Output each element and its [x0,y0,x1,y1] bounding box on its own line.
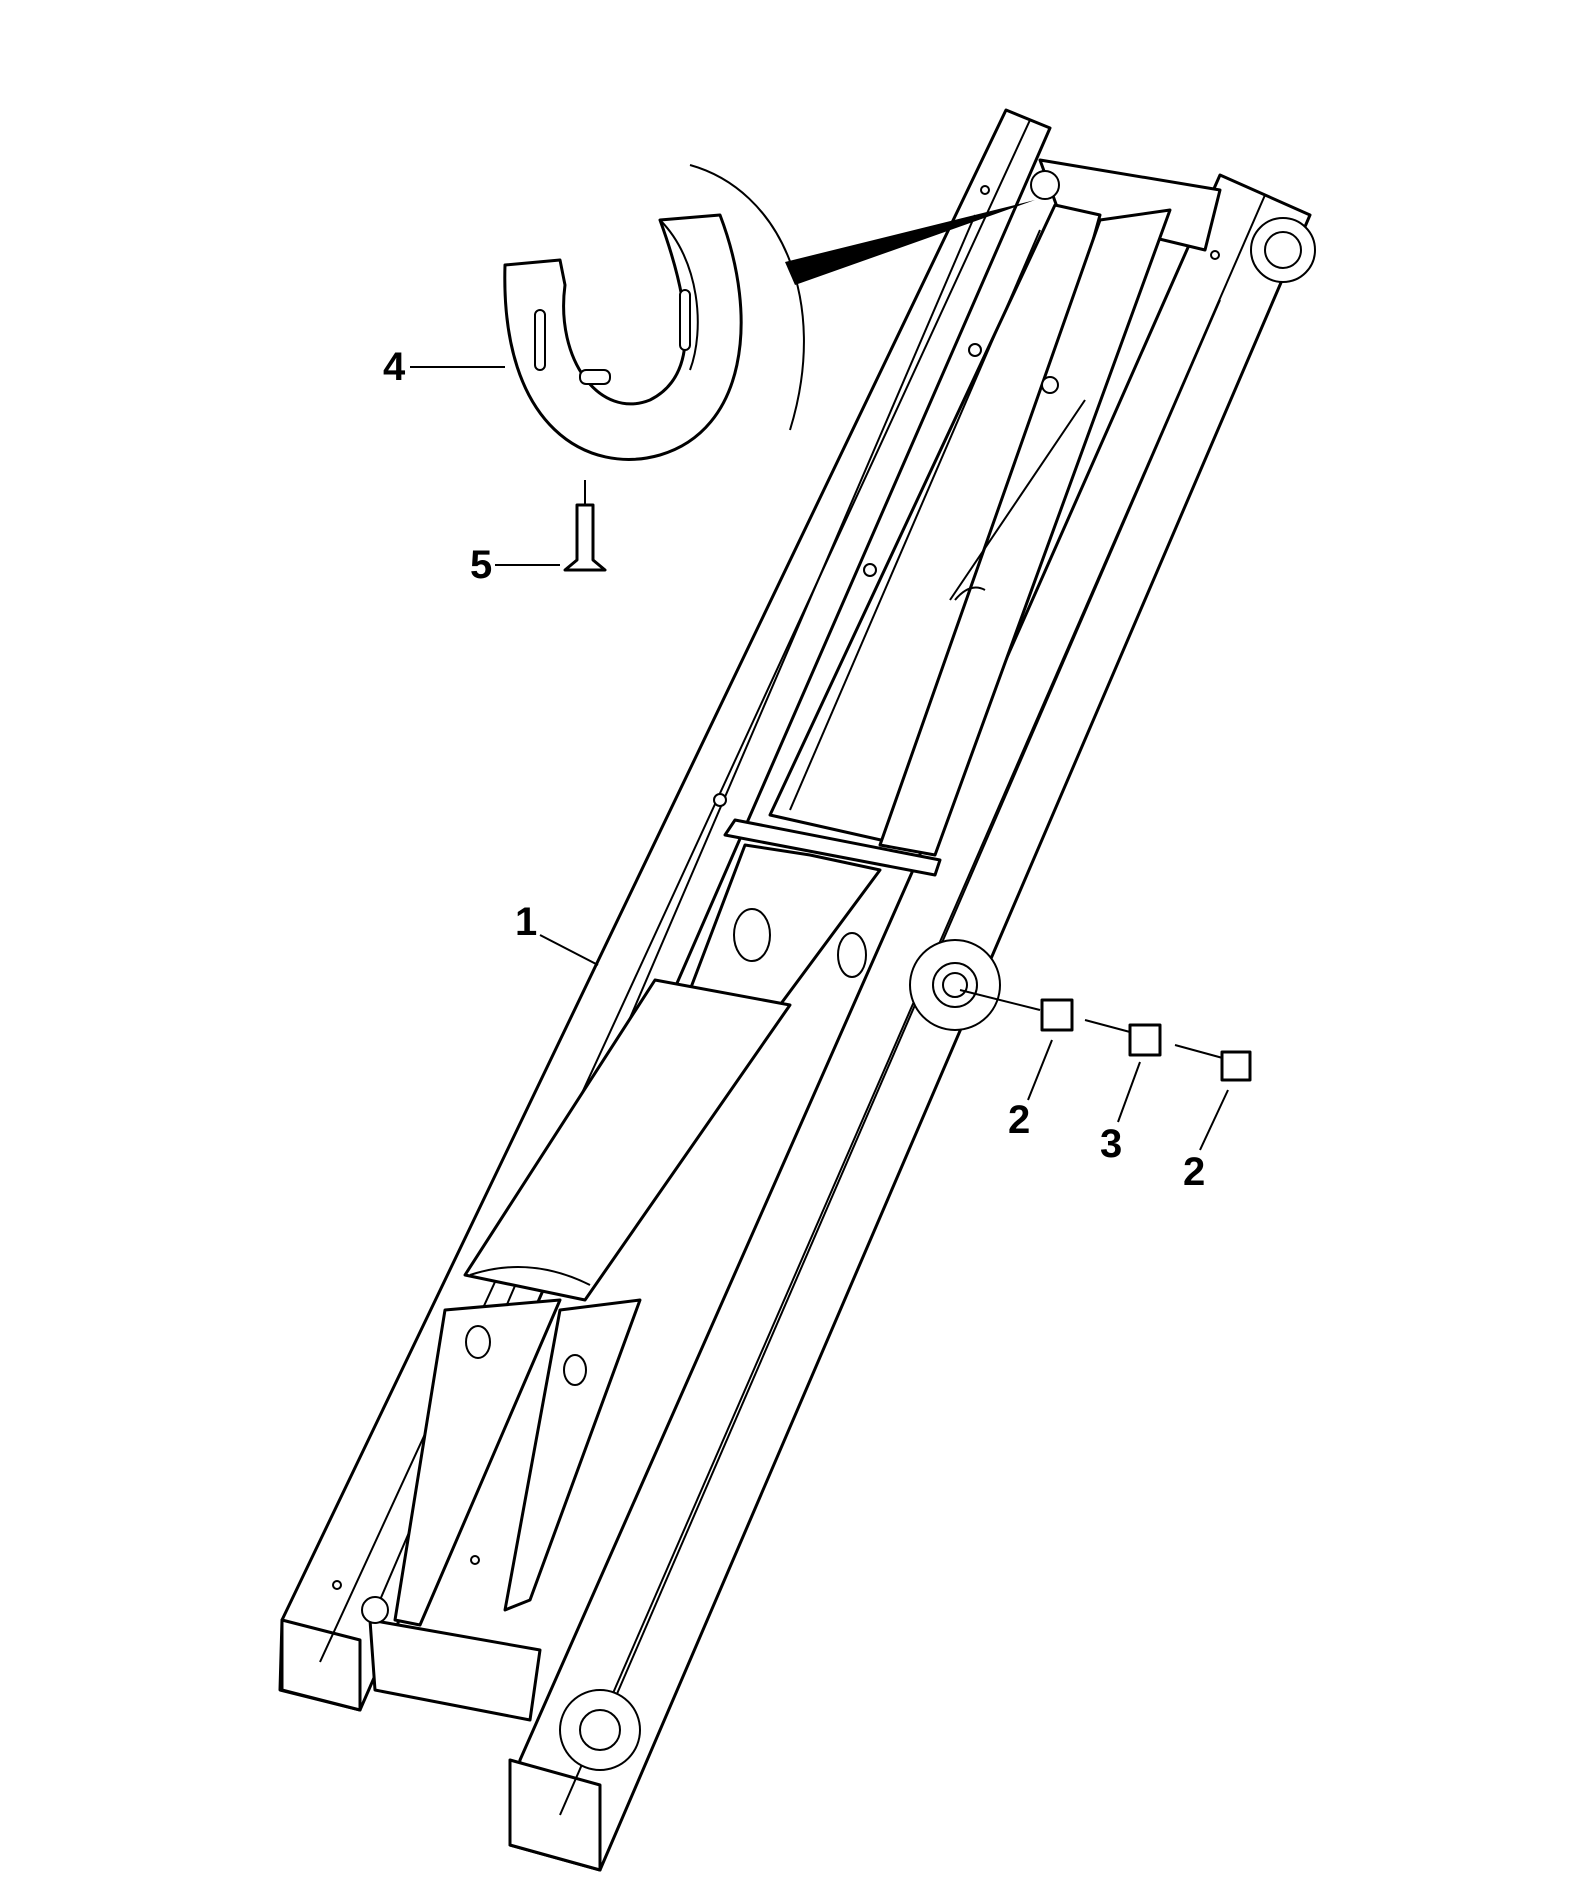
callout-1-leader [539,934,599,966]
bushing-3 [1128,1023,1162,1057]
detail-pointer [785,200,1035,285]
callout-2b: 2 [1183,1150,1205,1194]
callout-2a: 2 [1008,1098,1030,1142]
callout-2b-leader [1199,1089,1229,1151]
lower-bracket-left [393,1298,562,1627]
frame-assembly [278,108,1316,1872]
callout-3: 3 [1100,1122,1122,1166]
bushing-2-right [1220,1050,1252,1082]
detail-view [503,164,1035,572]
callout-1: 1 [515,900,537,944]
right-rail-end [508,1758,602,1872]
middle-bracket [688,843,882,1007]
upper-channel-web [878,208,1172,857]
screw-part [563,503,607,572]
bushing-2-left [1040,998,1074,1032]
callout-5: 5 [470,543,492,587]
lower-bracket-right [503,1298,642,1612]
bottom-crossmember [368,1618,542,1722]
callout-3-leader [1117,1061,1141,1123]
top-left-pin [1030,170,1060,200]
callout-4: 4 [383,345,406,389]
bottom-left-pin [361,1596,389,1624]
clamp-part [503,213,743,461]
spacer-bushings [959,989,1252,1082]
detail-bubble-arc [689,164,805,431]
middle-crossplate [723,818,942,877]
callout-2a-leader [1027,1039,1053,1101]
